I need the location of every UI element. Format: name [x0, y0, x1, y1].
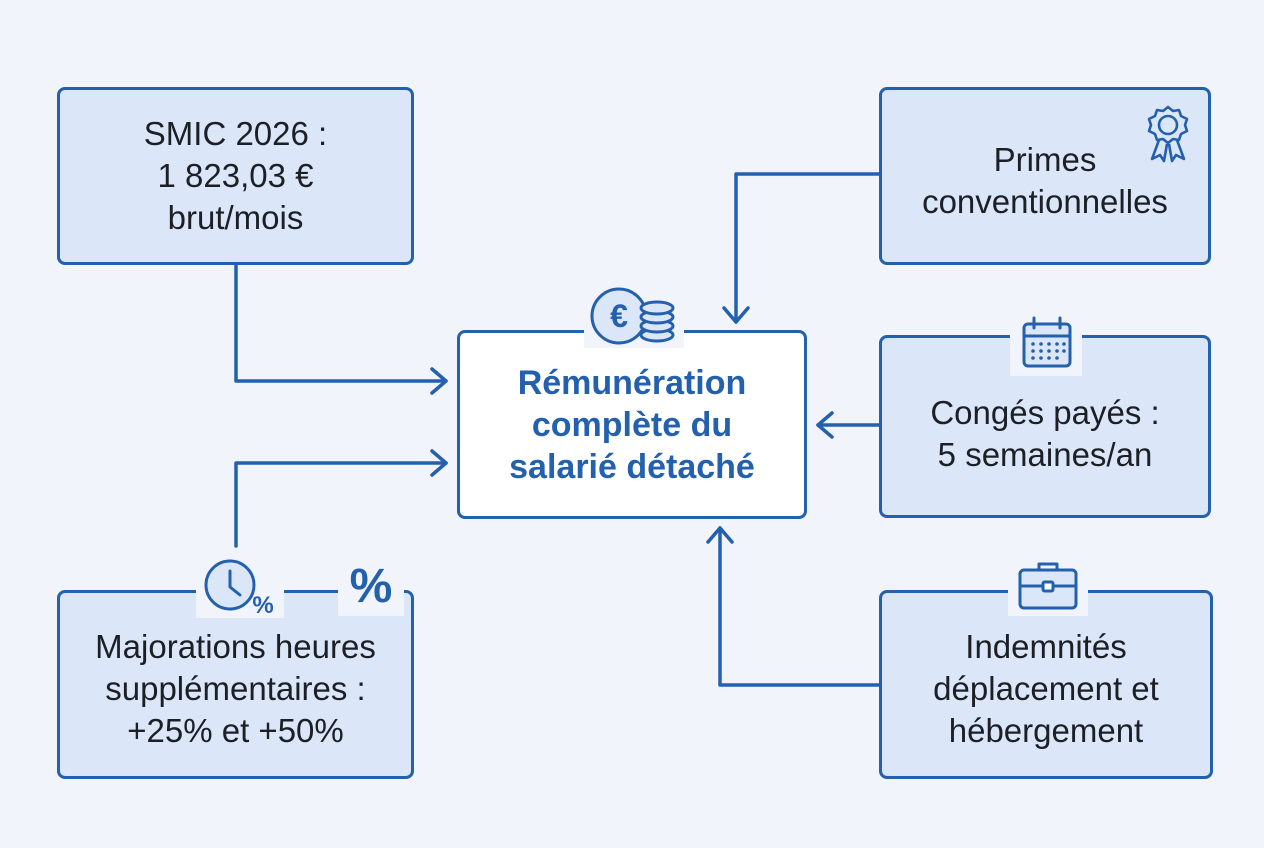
- percent-icon: %: [338, 556, 404, 616]
- smic-box: SMIC 2026 : 1 823,03 € brut/mois: [57, 87, 414, 265]
- primes-line-1: Primes: [993, 141, 1097, 178]
- majorations-line-3: +25% et +50%: [127, 711, 344, 749]
- center-line-1: Rémunération: [517, 363, 747, 402]
- smic-line-2: 1 823,03 €: [157, 157, 314, 194]
- smic-line-3: brut/mois: [167, 199, 304, 236]
- arrow-indemnites-to-center: [718, 526, 882, 687]
- clock-percent-icon: %: [196, 556, 284, 618]
- majorations-line-2: supplémentaires :: [105, 669, 366, 707]
- smic-line-1: SMIC 2026 :: [143, 115, 328, 152]
- center-line-2: complète du: [531, 405, 733, 444]
- center-line-3: salarié détaché: [509, 447, 755, 486]
- svg-text:€: €: [610, 298, 628, 334]
- conges-line-2: 5 semaines/an: [937, 435, 1153, 473]
- briefcase-icon: [1008, 556, 1088, 616]
- majorations-box: Majorations heures supplémentaires : +25…: [57, 590, 414, 779]
- calendar-icon: [1010, 312, 1082, 376]
- arrow-primes-to-center: [734, 172, 882, 324]
- center-remuneration-box: Rémunération complète du salarié détaché: [457, 330, 807, 519]
- indemnites-line-2: déplacement et: [933, 669, 1159, 707]
- conges-line-1: Congés payés :: [930, 393, 1160, 431]
- indemnites-line-1: Indemnités: [965, 627, 1127, 665]
- primes-line-2: conventionnelles: [922, 183, 1168, 220]
- arrow-majorations-to-center: [234, 461, 448, 548]
- indemnites-box: Indemnités déplacement et hébergement: [879, 590, 1213, 779]
- arrow-smic-to-center: [234, 262, 448, 383]
- indemnites-line-3: hébergement: [948, 711, 1144, 749]
- award-ribbon-icon: [1143, 104, 1193, 164]
- majorations-line-1: Majorations heures: [95, 627, 376, 665]
- clock-percent-glyph: %: [252, 592, 273, 617]
- euro-coins-icon: €: [584, 284, 684, 348]
- percent-glyph: %: [349, 559, 393, 613]
